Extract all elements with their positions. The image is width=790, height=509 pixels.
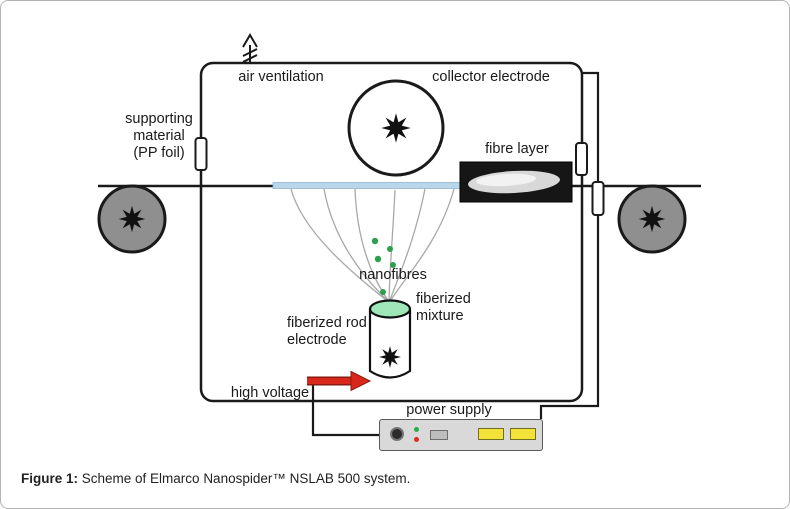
power-supply-wire-right [539,71,600,419]
yellow-button-2 [510,428,536,440]
air-ventilation-icon [242,33,258,63]
label-power-supply: power supply [406,402,492,418]
power-supply-wire-left [311,382,379,437]
label-nanofibres: nanofibres [359,267,427,283]
foil-highlight [272,182,464,189]
figure-caption-label: Figure 1: [21,471,79,486]
fiberized-mixture-surface [368,299,412,319]
power-knob [390,427,404,441]
green-led [414,427,419,432]
figure-caption-text: Scheme of Elmarco Nanospider™ NSLAB 500 … [78,471,411,486]
left-roller-star-icon [118,205,146,233]
figure-caption: Figure 1: Scheme of Elmarco Nanospider™ … [21,471,771,486]
label-fibre-layer: fibre layer [485,141,549,157]
label-high-voltage: high voltage [230,385,310,401]
label-supporting-material: supporting material (PP foil) [125,111,193,161]
fibre-layer-sample [459,161,573,203]
fiberized-rod-electrode [368,299,412,379]
red-led [414,437,419,442]
chamber-outline [199,61,584,403]
rod-star-icon [379,346,401,368]
label-air-ventilation: air ventilation [238,69,324,85]
wall-insulators [194,137,605,216]
right-roller-star-icon [638,205,666,233]
power-supply-unit [379,419,543,451]
high-voltage-arrow-icon [307,370,372,392]
label-fiberized-mixture: fiberized mixture [416,291,471,324]
yellow-button-1 [478,428,504,440]
display-slot [430,430,448,440]
label-fiberized-rod-electrode: fiberized rod electrode [287,315,367,348]
collector-star-icon [381,113,411,143]
label-collector-electrode: collector electrode [432,69,550,85]
nanofibre-dots [371,237,396,295]
